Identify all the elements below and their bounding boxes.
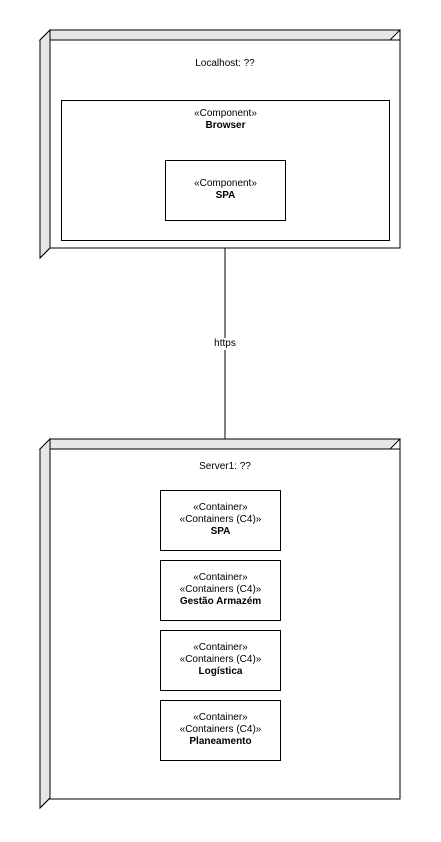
container-c4-stereotype: «Containers (C4)» [179, 514, 262, 525]
container-stereotype: «Container» [193, 502, 248, 513]
container-name: Logística [198, 666, 243, 677]
server-node-title: Server1: ?? [199, 461, 251, 472]
container-planeamento[interactable]: «Container» «Containers (C4)» Planeament… [160, 700, 281, 761]
container-stereotype: «Container» [193, 642, 248, 653]
container-name: SPA [210, 526, 231, 537]
localhost-node-title: Localhost: ?? [195, 58, 255, 69]
container-logistica[interactable]: «Container» «Containers (C4)» Logística [160, 630, 281, 691]
container-c4-stereotype: «Containers (C4)» [179, 724, 262, 735]
https-connection-label: https [205, 338, 245, 350]
container-spa[interactable]: «Container» «Containers (C4)» SPA [160, 490, 281, 551]
spa-component-name: SPA [215, 190, 236, 201]
container-stereotype: «Container» [193, 712, 248, 723]
browser-component-stereotype: «Component» [194, 108, 257, 119]
container-c4-stereotype: «Containers (C4)» [179, 654, 262, 665]
container-name: Planeamento [189, 736, 252, 747]
spa-component-stereotype: «Component» [194, 178, 257, 189]
browser-component-name: Browser [205, 120, 246, 131]
container-stereotype: «Container» [193, 572, 248, 583]
spa-component[interactable]: «Component» SPA [165, 160, 286, 221]
container-c4-stereotype: «Containers (C4)» [179, 584, 262, 595]
container-gestao-armazem[interactable]: «Container» «Containers (C4)» Gestão Arm… [160, 560, 281, 621]
container-name: Gestão Armazém [179, 596, 262, 607]
